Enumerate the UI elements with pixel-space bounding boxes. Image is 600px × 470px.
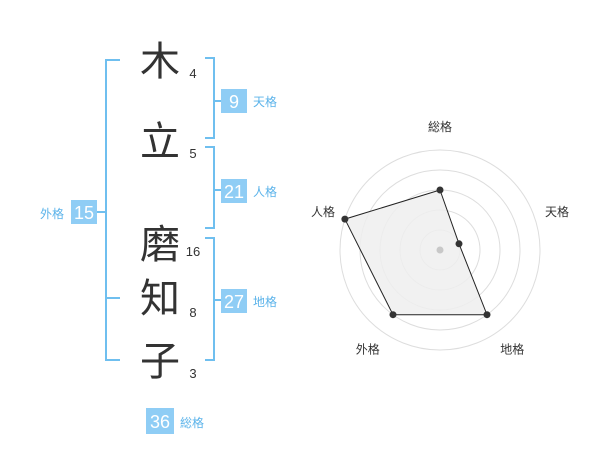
bracket-group xyxy=(96,57,221,361)
radar-point-4 xyxy=(389,311,397,319)
name-column: 木 立 磨 知 子 4 5 16 8 3 xyxy=(140,39,200,385)
tenkaku-value: 9 xyxy=(229,92,239,112)
radar-axis-label-2: 天格 xyxy=(545,204,569,219)
soukaku-box xyxy=(146,408,174,434)
radar-axis-label-5: 人格 xyxy=(311,204,335,219)
soukaku-label: 総格 xyxy=(180,415,204,430)
radar-axis-label-1: 総格 xyxy=(428,119,452,134)
tenkaku-label: 天格 xyxy=(253,94,277,109)
radar-polygon xyxy=(344,189,488,316)
soukaku-value: 36 xyxy=(150,412,170,432)
radar-axis-label-3: 地格 xyxy=(500,342,524,357)
jinkaku-label: 人格 xyxy=(253,184,277,199)
radar-ring-5 xyxy=(339,149,541,351)
radar-point-2 xyxy=(455,240,463,248)
name-char-4: 知 xyxy=(140,276,180,322)
name-char-1: 木 xyxy=(140,39,180,85)
tenkaku-badge: 9 天格 xyxy=(221,89,277,113)
radar-axis-label-4: 外格 xyxy=(356,342,380,357)
chikaku-label: 地格 xyxy=(253,294,277,309)
soukaku-badge: 36 総格 xyxy=(146,408,204,434)
chikaku-box xyxy=(221,289,247,313)
chikaku-value: 27 xyxy=(224,292,244,312)
name-char-2: 立 xyxy=(140,119,180,165)
tenkaku-bracket xyxy=(205,57,215,139)
name-char-5: 子 xyxy=(140,339,180,385)
jinkaku-value: 21 xyxy=(224,182,244,202)
gaikaku-box xyxy=(71,200,97,224)
gaikaku-value: 15 xyxy=(74,203,94,223)
gaikaku-badge: 外格 15 xyxy=(40,200,97,224)
jinkaku-badge: 21 人格 xyxy=(221,179,277,203)
chikaku-badge: 27 地格 xyxy=(221,289,277,313)
stroke-count-3: 16 xyxy=(186,244,200,259)
tenkaku-box xyxy=(221,89,247,113)
gaikaku-bracket xyxy=(105,59,120,361)
radar-point-3 xyxy=(483,311,491,319)
chikaku-bracket xyxy=(205,237,215,361)
stroke-count-4: 8 xyxy=(189,305,196,320)
name-char-3: 磨 xyxy=(140,222,180,268)
gaikaku-label: 外格 xyxy=(40,206,64,221)
radar-point-1 xyxy=(436,186,444,194)
stroke-count-1: 4 xyxy=(189,66,196,81)
stroke-count-5: 3 xyxy=(189,366,196,381)
radar-point-5 xyxy=(341,215,349,223)
jinkaku-box xyxy=(221,179,247,203)
stroke-count-2: 5 xyxy=(189,146,196,161)
jinkaku-bracket xyxy=(205,146,215,229)
radar-center-dot xyxy=(436,246,444,254)
